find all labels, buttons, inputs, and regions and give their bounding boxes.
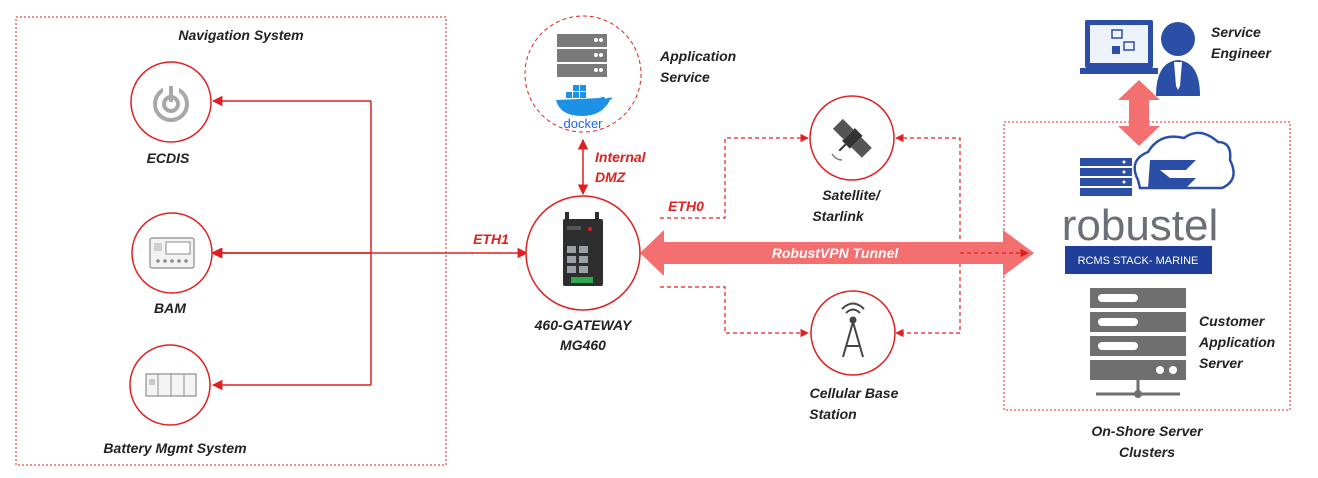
navigation-system-title: Navigation System [178,27,303,43]
on-shore-label-2: Clusters [1119,444,1175,460]
battery-cabinet-icon [145,373,197,397]
satellite-signal-icon [831,153,843,161]
satellite-label-2: Starlink [812,208,865,224]
docker-label: docker [563,116,603,131]
service-engineer-label-1: Service [1211,24,1261,40]
navigation-system-group [15,16,447,466]
eth1-label: ETH1 [473,231,509,247]
wireless-links [660,133,961,338]
cellular-node [810,290,896,376]
gateway-label-1: 460-GATEWAY [534,317,633,333]
engineer-monitor-icon [1080,20,1158,74]
gateway-label-2: MG460 [560,337,606,353]
rcms-stack-banner [1065,246,1212,274]
ecdis-label: ECDIS [147,150,190,166]
engineer-person-icon [1156,22,1200,96]
customer-server-label-1: Customer [1199,313,1266,329]
cellular-label-2: Station [809,406,856,422]
internal-dmz-label-2: DMZ [595,169,626,185]
customer-server-label-3: Server [1199,355,1244,371]
on-shore-label-1: On-Shore Server [1091,423,1204,439]
battery-label: Battery Mgmt System [103,440,246,456]
internal-dmz-label-1: Internal [595,149,647,165]
application-service-label-2: Service [660,69,710,85]
satellite-label-1: Satellite/ [822,187,882,203]
service-engineer-label-2: Engineer [1211,45,1272,61]
application-service-label-1: Application [659,48,736,64]
bam-label: BAM [154,300,186,316]
router-device-icon [563,212,603,286]
satellite-icon [832,118,872,158]
bam-panel-icon [149,237,195,269]
vpn-tunnel-arrow [640,230,1034,276]
server-rack-icon [557,34,607,77]
cell-tower-icon [841,302,865,358]
customer-server-label-2: Application [1198,334,1275,350]
eth0-label: ETH0 [668,198,704,214]
docker-whale-icon [556,85,613,116]
rcms-stack-label: RCMS STACK- MARINE [1078,255,1199,267]
robustel-logo-text: robustel [1062,201,1219,250]
cellular-label-1: Cellular Base [810,385,899,401]
tunnel-label: RobustVPN Tunnel [772,245,900,261]
engineer-access-arrow [1118,80,1160,146]
cloud-stack-icon [1080,131,1235,196]
navigation-bus [211,95,372,391]
customer-server-icon [1090,288,1186,398]
